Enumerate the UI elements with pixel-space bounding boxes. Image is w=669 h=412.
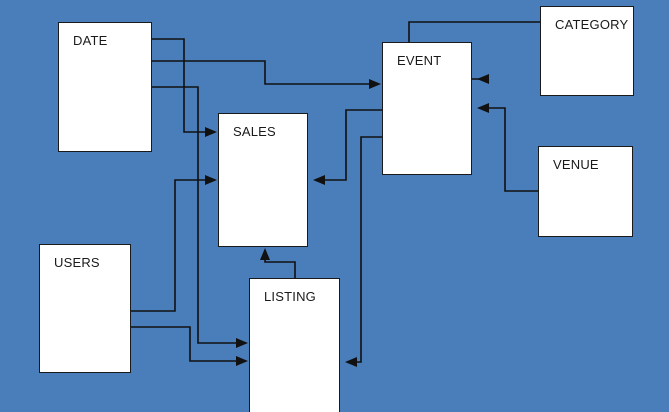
arrowhead-icon xyxy=(205,175,217,185)
entity-box-event[interactable]: EVENT xyxy=(382,42,472,175)
arrowhead-icon xyxy=(205,127,217,137)
entity-label-date: DATE xyxy=(73,33,108,48)
entity-label-listing: LISTING xyxy=(264,289,316,304)
connector-users-to-sales xyxy=(131,175,217,312)
connector-event-to-listing xyxy=(345,136,382,367)
entity-label-category: CATEGORY xyxy=(555,17,629,32)
connector-venue-to-event xyxy=(477,103,538,192)
entity-box-users[interactable]: USERS xyxy=(39,244,131,373)
entity-label-event: EVENT xyxy=(397,53,442,68)
arrowhead-icon xyxy=(345,357,357,367)
connector-event-to-sales xyxy=(313,109,382,185)
entity-box-venue[interactable]: VENUE xyxy=(538,146,633,237)
arrowhead-icon xyxy=(369,79,381,89)
arrowhead-icon xyxy=(477,74,489,84)
entity-label-users: USERS xyxy=(54,255,100,270)
arrowhead-icon xyxy=(236,356,248,366)
connector-users-to-listing xyxy=(131,326,248,366)
entity-box-listing[interactable]: LISTING xyxy=(249,278,340,412)
connector-listing-to-sales xyxy=(260,248,296,278)
arrowhead-icon xyxy=(477,103,489,113)
arrowhead-icon xyxy=(260,248,270,260)
arrowhead-icon xyxy=(313,175,325,185)
connector-date-to-event xyxy=(152,60,381,89)
entity-box-category[interactable]: CATEGORY xyxy=(540,6,634,96)
entity-label-sales: SALES xyxy=(233,124,276,139)
entity-label-venue: VENUE xyxy=(553,157,599,172)
arrowhead-icon xyxy=(236,338,248,348)
connector-date-to-sales xyxy=(152,38,217,137)
entity-box-date[interactable]: DATE xyxy=(58,22,152,152)
entity-box-sales[interactable]: SALES xyxy=(218,113,308,247)
connector-date-to-listing xyxy=(152,86,248,348)
